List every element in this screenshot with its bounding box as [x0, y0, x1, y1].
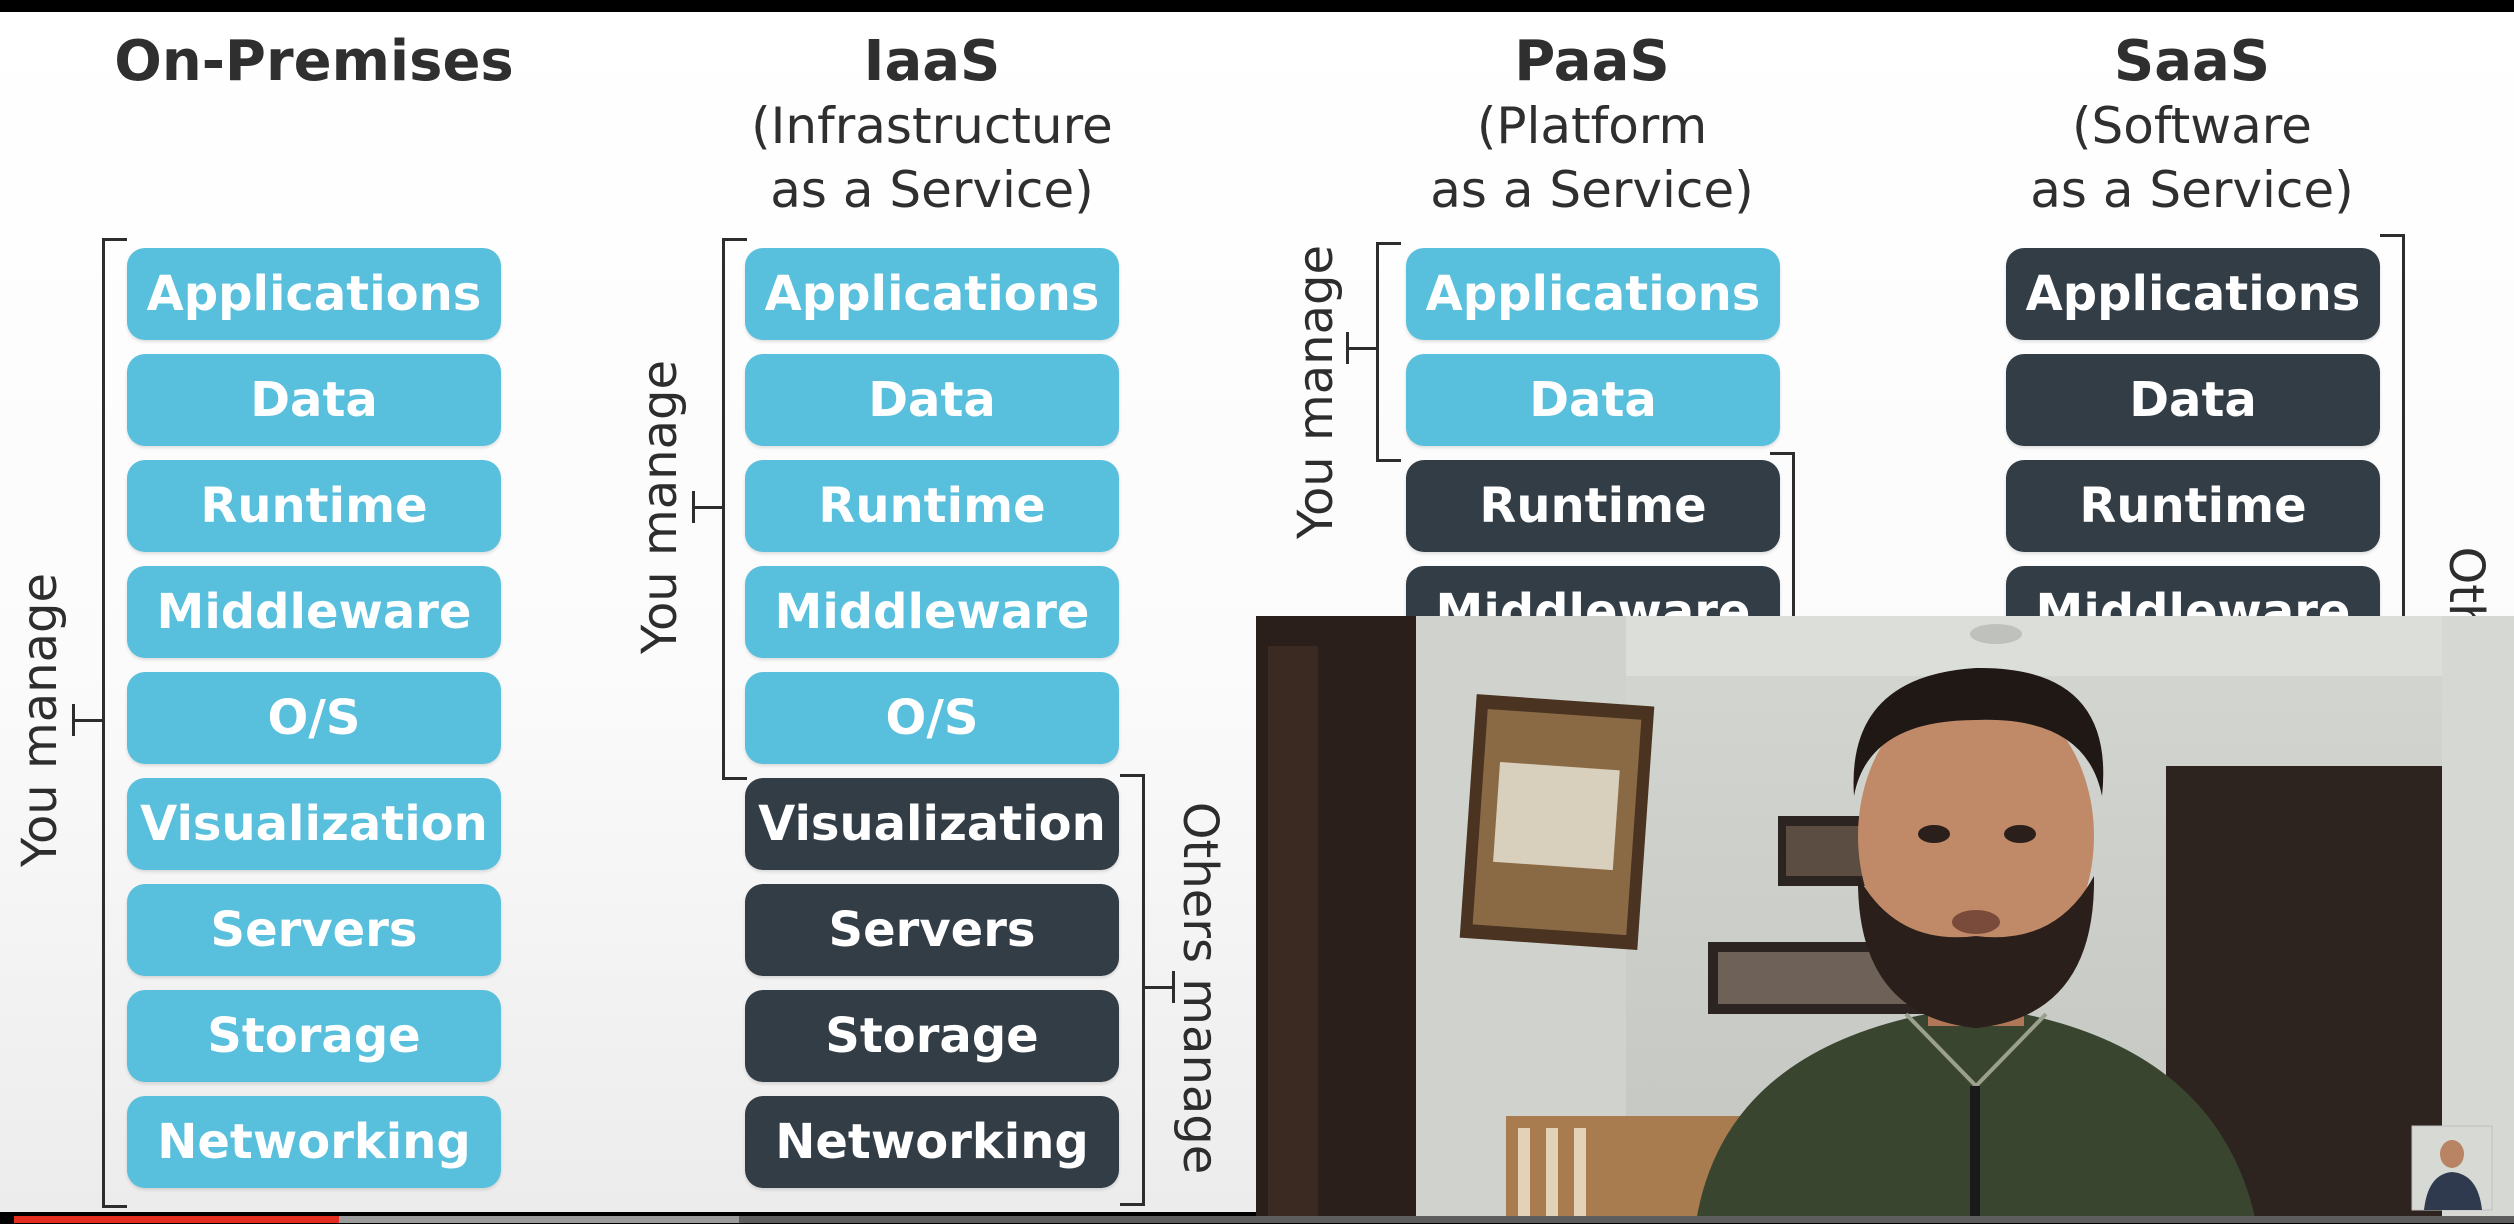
header-on-premises: On-Premises — [114, 29, 514, 94]
bracket-tick — [72, 704, 75, 736]
buffered-bar — [339, 1216, 739, 1223]
layer-networking: Networking — [745, 1096, 1119, 1188]
layer-runtime: Runtime — [745, 460, 1119, 552]
layer-applications: Applications — [127, 248, 501, 340]
header-saas: SaaS (Software as a Service) — [2030, 29, 2354, 220]
layer-middleware: Middleware — [745, 566, 1119, 658]
bracket-tick — [692, 491, 695, 523]
layer-os: O/S — [127, 672, 501, 764]
stack-saas: Applications Data Runtime Middleware — [2006, 248, 2380, 672]
bracket-tick — [1346, 347, 1376, 350]
layer-networking: Networking — [127, 1096, 501, 1188]
layer-runtime: Runtime — [2006, 460, 2380, 552]
layer-runtime: Runtime — [127, 460, 501, 552]
stack-iaas: Applications Data Runtime Middleware O/S… — [745, 248, 1119, 1202]
header-iaas: IaaS (Infrastructure as a Service) — [751, 29, 1113, 220]
stack-on-premises: Applications Data Runtime Middleware O/S… — [127, 248, 501, 1202]
you-manage-label: You manage — [1288, 245, 1344, 539]
bracket-tick — [1172, 971, 1175, 1003]
bracket-you-manage-paas — [1376, 242, 1401, 462]
bracket-tick — [1346, 332, 1349, 364]
cloud-models-slide: On-Premises IaaS (Infrastructure as a Se… — [0, 12, 2514, 1212]
layer-middleware: Middleware — [127, 566, 501, 658]
bracket-you-manage-onprem — [102, 238, 127, 1208]
webcam-overlay — [1256, 616, 2514, 1222]
layer-servers: Servers — [127, 884, 501, 976]
layer-applications: Applications — [2006, 248, 2380, 340]
bracket-tick — [1145, 986, 1175, 989]
layer-visualization: Visualization — [745, 778, 1119, 870]
layer-applications: Applications — [745, 248, 1119, 340]
others-manage-label: Others manage — [1172, 801, 1228, 1175]
played-bar — [14, 1216, 339, 1223]
layer-visualization: Visualization — [127, 778, 501, 870]
stack-paas: Applications Data Runtime Middleware — [1406, 248, 1780, 672]
bracket-tick — [692, 506, 722, 509]
you-manage-label: You manage — [12, 573, 68, 867]
bracket-tick — [72, 719, 102, 722]
layer-servers: Servers — [745, 884, 1119, 976]
bracket-others-manage-iaas — [1120, 774, 1145, 1206]
layer-os: O/S — [745, 672, 1119, 764]
video-progress-bar[interactable] — [14, 1216, 2514, 1223]
bracket-you-manage-iaas — [722, 238, 747, 780]
layer-storage: Storage — [127, 990, 501, 1082]
header-paas: PaaS (Platform as a Service) — [1430, 29, 1754, 220]
layer-applications: Applications — [1406, 248, 1780, 340]
layer-runtime: Runtime — [1406, 460, 1780, 552]
layer-data: Data — [1406, 354, 1780, 446]
you-manage-label: You manage — [632, 360, 688, 654]
layer-data: Data — [127, 354, 501, 446]
layer-data: Data — [745, 354, 1119, 446]
layer-storage: Storage — [745, 990, 1119, 1082]
layer-data: Data — [2006, 354, 2380, 446]
presenter-video-frame — [1256, 616, 2514, 1222]
